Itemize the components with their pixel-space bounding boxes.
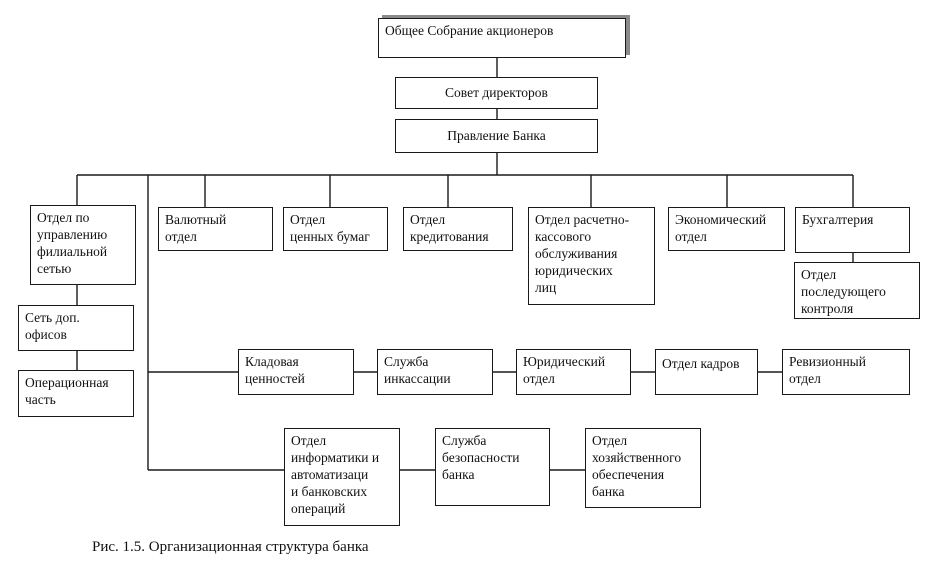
node-economic-dept: Экономический отдел (668, 207, 785, 251)
node-vault: Кладовая ценностей (238, 349, 354, 395)
node-credit-dept: Отдел кредитования (403, 207, 513, 251)
node-additional-offices: Сеть доп. офисов (18, 305, 134, 351)
node-currency-dept: Валютный отдел (158, 207, 273, 251)
node-securities-dept: Отдел ценных бумаг (283, 207, 388, 251)
figure-caption: Рис. 1.5. Организационная структура банк… (92, 539, 369, 555)
node-management-board: Правление Банка (395, 119, 598, 153)
node-cash-collection: Служба инкассации (377, 349, 493, 395)
node-hr-dept: Отдел кадров (655, 349, 758, 395)
node-legal-dept: Юридический отдел (516, 349, 631, 395)
node-it-dept: Отдел информатики и автоматизаци и банко… (284, 428, 400, 526)
node-board-of-directors: Совет директоров (395, 77, 598, 109)
node-branch-network-dept: Отдел по управлению филиальной сетью (30, 205, 136, 285)
node-general-meeting: Общее Собрание акционеров (378, 18, 626, 58)
node-accounting: Бухгалтерия (795, 207, 910, 253)
node-follow-up-control: Отдел последующего контроля (794, 262, 920, 319)
node-operations-unit: Операционная часть (18, 370, 134, 417)
node-audit-dept: Ревизионный отдел (782, 349, 910, 395)
node-settlement-dept: Отдел расчетно- кассового обслуживания ю… (528, 207, 655, 305)
node-maintenance-dept: Отдел хозяйственного обеспечения банка (585, 428, 701, 508)
node-security-service: Служба безопасности банка (435, 428, 550, 506)
